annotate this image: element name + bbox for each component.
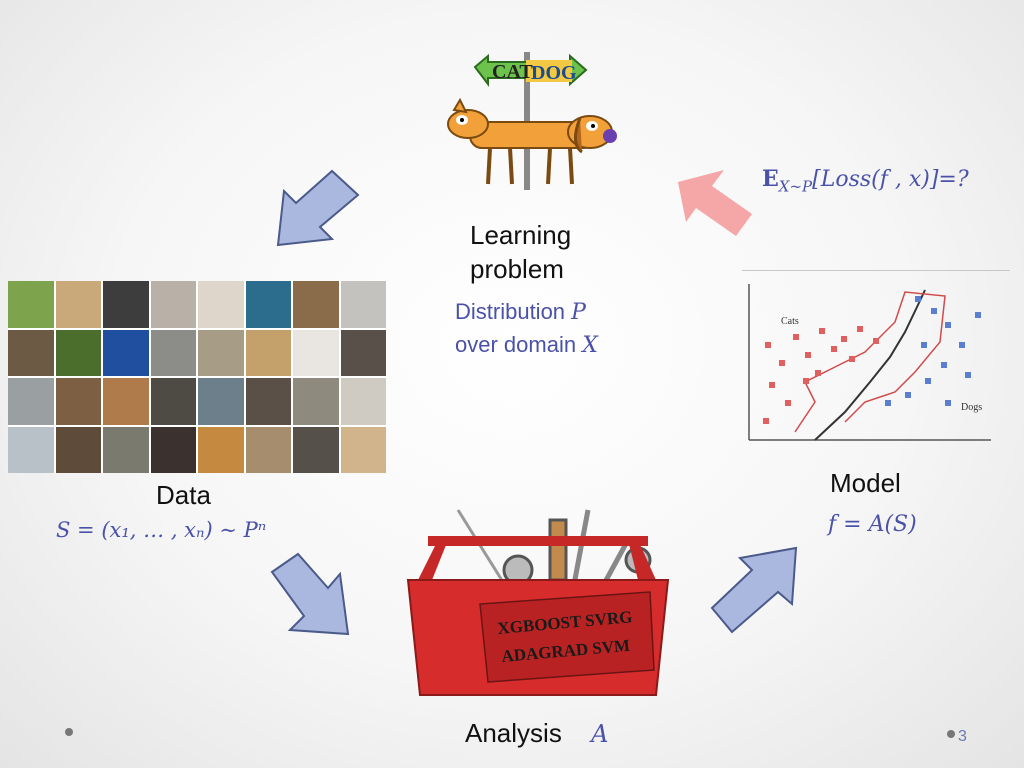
cats-label: Cats xyxy=(781,316,799,327)
catdog-image: CAT DOG xyxy=(440,52,620,192)
pet-photo-grid xyxy=(8,281,386,473)
learning-line1: Learning xyxy=(470,220,572,250)
dog-sign-text: DOG xyxy=(531,62,577,84)
data-formula: S = (x₁, … , xₙ) ∼ Pⁿ xyxy=(56,518,267,542)
expectation-body: [Loss(f , x)]=? xyxy=(812,167,969,192)
arrow-to-learning xyxy=(678,170,752,236)
learning-line2: problem xyxy=(470,254,564,284)
cats-dogs-scatter-plot: Cats Dogs xyxy=(745,282,995,444)
model-label: Model xyxy=(830,468,901,498)
model-formula: f = A(S) xyxy=(828,512,917,537)
toolbox-image: XGBOOST SVRG ADAGRAD SVM xyxy=(398,500,678,705)
arrow-to-data xyxy=(276,169,360,247)
learning-problem-label: Learning problem xyxy=(470,218,630,286)
slide-number: 3 xyxy=(958,728,967,745)
distribution-line2: over domain xyxy=(455,332,583,357)
separator-line xyxy=(742,270,1010,271)
expectation-formula: EX∼P[Loss(f , x)]=? xyxy=(762,166,969,195)
expectation-subscript: X∼P xyxy=(778,177,813,196)
arrow-to-model xyxy=(710,546,798,634)
analysis-label: Analysis A xyxy=(465,716,608,751)
data-label: Data xyxy=(156,480,211,510)
analysis-text: Analysis xyxy=(465,718,562,748)
dogs-label: Dogs xyxy=(961,402,982,413)
distribution-var-x: X xyxy=(582,333,598,358)
distribution-line1: Distribution xyxy=(455,299,572,324)
distribution-text: Distribution P over domain X xyxy=(455,296,598,362)
analysis-var-a: A xyxy=(591,720,609,748)
cat-sign-text: CAT xyxy=(492,61,533,83)
right-dot xyxy=(947,730,955,738)
left-dot xyxy=(65,728,73,736)
distribution-var-p: P xyxy=(571,300,586,325)
expectation-e: E xyxy=(762,166,779,192)
arrow-to-analysis xyxy=(270,552,350,636)
